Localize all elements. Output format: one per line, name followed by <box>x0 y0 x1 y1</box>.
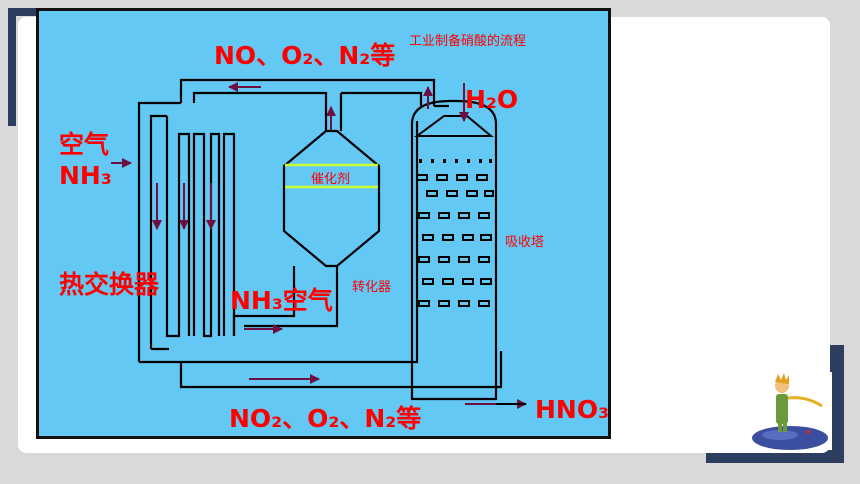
bottom-outer-pipe <box>179 351 503 389</box>
top-return-pipe <box>341 91 423 106</box>
label-top-gas: NO、O₂、N₂等 <box>214 41 396 70</box>
converter-vessel <box>282 129 381 268</box>
diagram-title: 工业制备硝酸的流程 <box>409 34 527 49</box>
flow-arrows <box>111 82 527 409</box>
little-prince-illustration <box>752 373 828 450</box>
heat-exchanger-tubes <box>137 101 236 362</box>
absorption-tower <box>410 99 498 401</box>
little-prince-picture <box>740 372 832 450</box>
bottom-inner-pipe <box>139 121 419 364</box>
label-heat-exchanger: 热交换器 <box>59 270 160 299</box>
process-flow-drawing <box>111 78 527 409</box>
label-ammonia-air: NH₃空气 <box>230 286 333 315</box>
top-outer-pipe <box>179 78 436 106</box>
label-absorption-tower: 吸收塔 <box>505 235 545 250</box>
label-water: H₂O <box>465 85 519 114</box>
label-catalyst: 催化剂 <box>311 172 351 187</box>
tower-packing-plates <box>416 174 494 307</box>
nitric-acid-process-diagram: 工业制备硝酸的流程 NO、O₂、N₂等 H₂O 空气 NH₃ 催化剂 吸收塔 热… <box>36 8 611 439</box>
exchanger-shell-left <box>137 101 181 362</box>
label-air: 空气 <box>59 130 110 159</box>
gas-pipes <box>139 78 503 389</box>
label-nitric-acid: HNO₃ <box>535 395 610 424</box>
top-inner-pipe-to-converter <box>192 91 328 131</box>
exchanger-shell-inner <box>149 114 167 349</box>
label-converter: 转化器 <box>352 280 392 295</box>
tower-spray-dots <box>419 159 492 163</box>
label-bottom-gas: NO₂、O₂、N₂等 <box>229 404 422 433</box>
label-ammonia: NH₃ <box>59 161 112 190</box>
